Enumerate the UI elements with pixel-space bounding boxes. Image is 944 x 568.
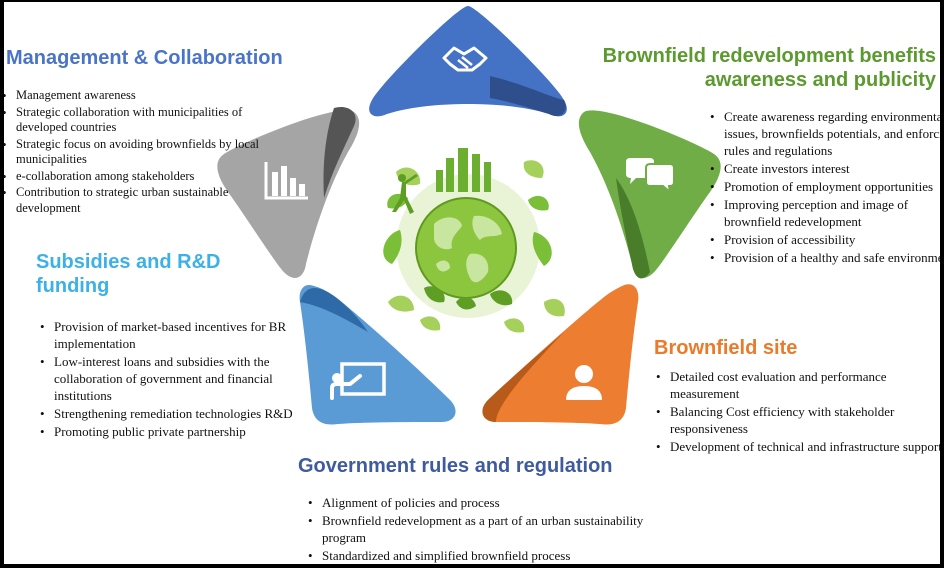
list-item: Alignment of policies and process [308, 494, 652, 511]
list-item: Create investors interest [710, 160, 940, 177]
diagram-canvas: Management & Collaboration Management aw… [4, 2, 940, 564]
presentation-board-icon [330, 362, 386, 400]
subsidies-title-line1: Subsidies and R&D [36, 251, 221, 273]
list-item: Provision of a healthy and safe environm… [710, 249, 940, 266]
site-list: Detailed cost evaluation and performance… [652, 368, 940, 456]
list-item: Promotion of employment opportunities [710, 178, 940, 195]
list-item: Improving perception and image of brownf… [710, 196, 940, 230]
subsidies-title-line2: funding [36, 275, 110, 297]
leaves-cluster [424, 286, 513, 310]
list-item: Development of technical and infrastruct… [656, 438, 940, 455]
list-item: e-collaboration among stakeholders [4, 169, 264, 185]
list-item: Detailed cost evaluation and performance… [656, 368, 940, 402]
benefits-title-line2: awareness and publicity [704, 69, 936, 91]
benefits-list: Create awareness regarding environmental… [706, 108, 940, 267]
list-item: Balancing Cost efficiency with stakehold… [656, 403, 940, 437]
list-item: Strategic collaboration with municipalit… [4, 105, 264, 136]
list-item: Promoting public private partnership [40, 423, 304, 440]
list-item: Provision of accessibility [710, 231, 940, 248]
petal-bottom-left [299, 284, 456, 425]
handshake-icon [442, 46, 488, 72]
benefits-title-line1: Brownfield redevelopment benefits [602, 45, 936, 67]
management-title: Management & Collaboration [6, 47, 283, 69]
list-item: Management awareness [4, 88, 264, 104]
benefits-title: Brownfield redevelopment benefits awaren… [564, 44, 936, 92]
list-item: Strengthening remediation technologies R… [40, 405, 304, 422]
chat-bubbles-icon [626, 158, 675, 195]
list-item: Strategic focus on avoiding brownfields … [4, 137, 264, 168]
list-item: Create awareness regarding environmental… [710, 108, 940, 159]
subsidies-title: Subsidies and R&D funding [36, 250, 220, 298]
list-item: Contribution to strategic urban sustaina… [4, 185, 264, 216]
list-item: Low-interest loans and subsidies with th… [40, 353, 304, 404]
dancer-silhouette [392, 174, 418, 214]
petal-top [369, 6, 567, 117]
list-item: Standardized and simplified brownfield p… [308, 547, 652, 564]
list-item: Provision of market-based incentives for… [40, 318, 304, 352]
petal-bottom-right [482, 284, 639, 425]
management-list: Management awareness Strategic collabora… [4, 88, 264, 217]
bar-chart-icon [264, 162, 308, 200]
list-item: Brownfield redevelopment as a part of an… [308, 512, 652, 546]
person-icon [566, 365, 602, 400]
government-title: Government rules and regulation [298, 455, 613, 477]
government-list: Alignment of policies and process Brownf… [304, 494, 652, 564]
petal-right [578, 110, 721, 279]
subsidies-list: Provision of market-based incentives for… [36, 318, 304, 441]
eco-globe-illustration [383, 148, 565, 333]
site-title: Brownfield site [654, 337, 798, 359]
